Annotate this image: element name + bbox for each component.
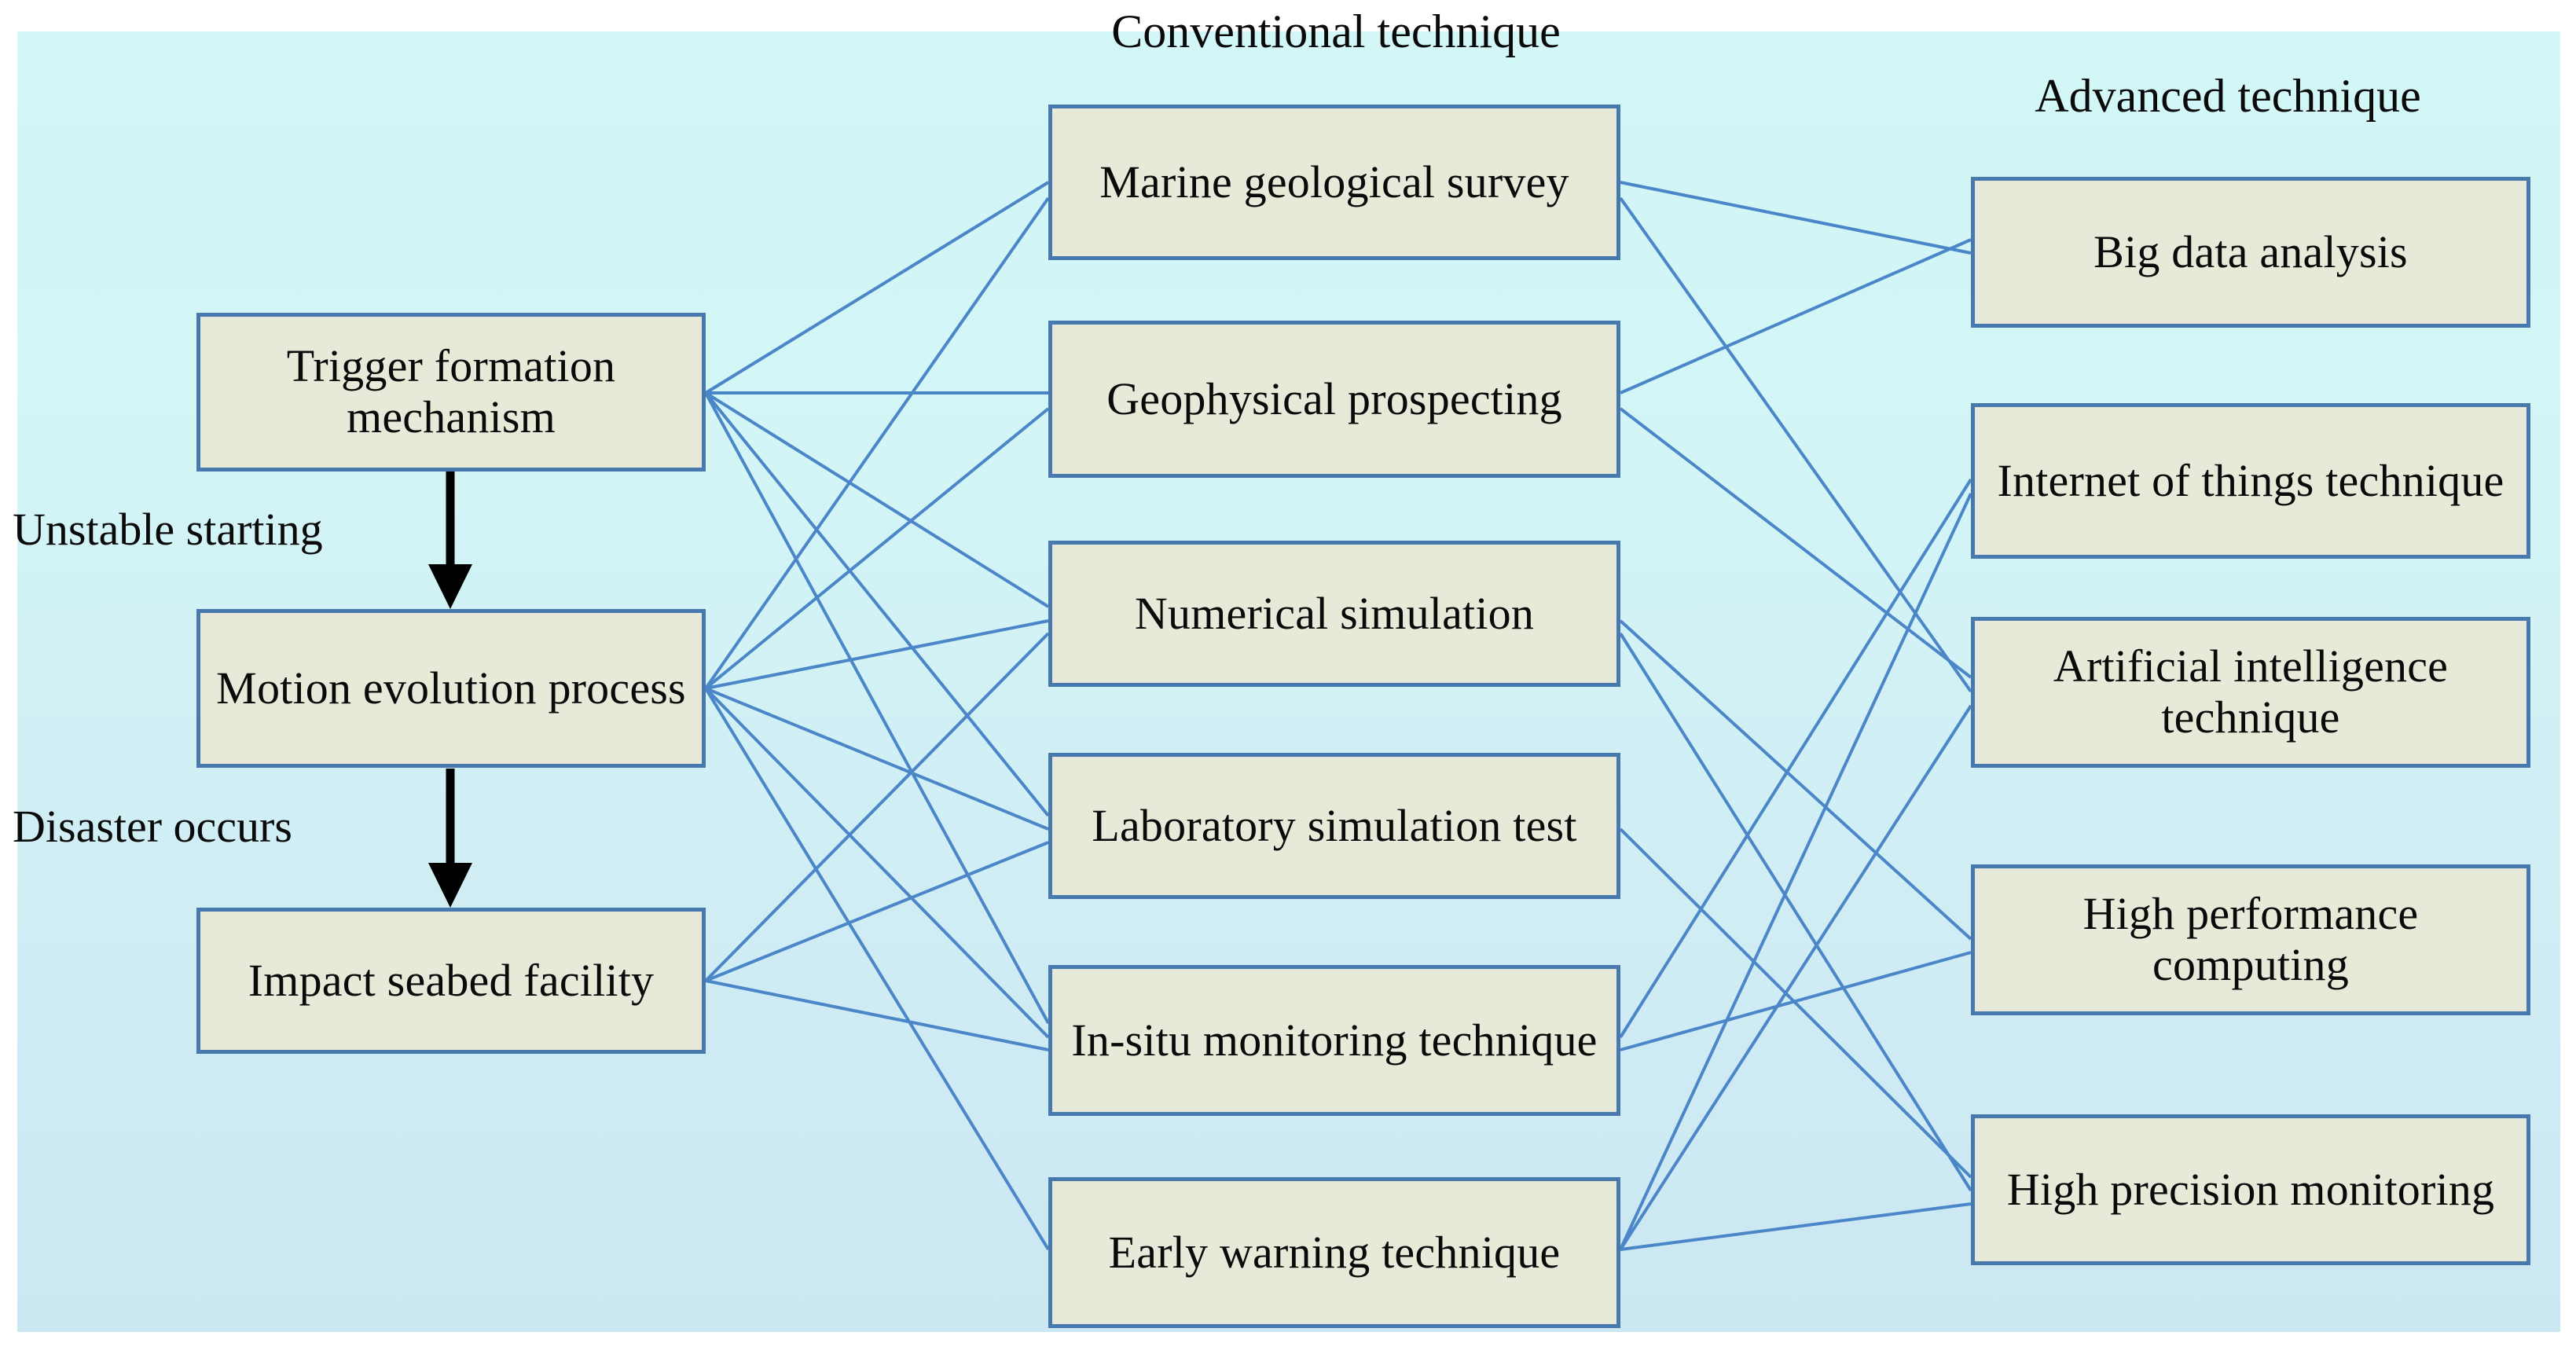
node-geophysical-prospecting[interactable]: Geophysical prospecting: [1048, 321, 1620, 478]
edge-earlywarn-precision: [1620, 1202, 1972, 1251]
column-header-advanced: Advanced technique: [2035, 70, 2421, 122]
node-trigger-formation-mechanism[interactable]: Trigger formation mechanism: [196, 313, 706, 472]
edge-motion-earlywarn: [704, 687, 1050, 1251]
edge-motion-geophysical: [704, 407, 1050, 690]
edge-trigger-numerical: [704, 391, 1050, 608]
node-label-impact: Impact seabed facility: [248, 954, 655, 1006]
edge-impact-laboratory: [705, 841, 1049, 982]
node-numerical-simulation[interactable]: Numerical simulation: [1048, 541, 1620, 687]
edge-impact-insitu: [705, 979, 1049, 1051]
edge-laboratory-precision: [1619, 827, 1972, 1179]
node-label-iot: Internet of things technique: [1997, 454, 2504, 506]
node-label-geophysical: Geophysical prospecting: [1106, 372, 1562, 424]
node-motion-evolution-process[interactable]: Motion evolution process: [196, 609, 706, 768]
edge-motion-insitu: [704, 687, 1050, 1039]
node-label-motion: Motion evolution process: [216, 662, 686, 714]
node-label-earlywarn: Early warning technique: [1108, 1226, 1561, 1278]
node-label-numerical: Numerical simulation: [1134, 587, 1535, 639]
arrow-trigger-to-motion-head: [428, 564, 472, 609]
node-label-bigdata: Big data analysis: [2093, 226, 2408, 277]
node-marine-geological-survey[interactable]: Marine geological survey: [1048, 105, 1620, 260]
node-label-precision: High precision monitoring: [2006, 1163, 2495, 1215]
edge-numerical-precision: [1619, 632, 1972, 1192]
edge-insitu-iot: [1619, 478, 1972, 1039]
edge-motion-laboratory: [705, 687, 1049, 831]
edge-geophysical-ai: [1619, 407, 1972, 679]
node-internet-of-things-technique[interactable]: Internet of things technique: [1971, 403, 2530, 559]
edge-earlywarn-ai: [1619, 704, 1972, 1251]
edge-geophysical-bigdata: [1620, 238, 1972, 394]
node-early-warning-technique[interactable]: Early warning technique: [1048, 1177, 1620, 1328]
node-laboratory-simulation-test[interactable]: Laboratory simulation test: [1048, 753, 1620, 899]
arrow-label-disaster-occurs: Disaster occurs: [13, 801, 292, 852]
arrow-label-unstable-starting: Unstable starting: [13, 504, 323, 555]
edge-marine-bigdata: [1620, 181, 1972, 255]
node-label-ai: Artificial intelligence technique: [2053, 640, 2449, 743]
node-high-performance-computing[interactable]: High performance computing: [1971, 864, 2530, 1015]
edge-insitu-hpc: [1620, 951, 1972, 1051]
node-label-marine: Marine geological survey: [1099, 156, 1569, 207]
node-label-laboratory: Laboratory simulation test: [1092, 799, 1577, 851]
arrow-motion-to-impact-head: [428, 863, 472, 908]
edge-trigger-laboratory: [704, 391, 1050, 817]
edge-marine-ai: [1619, 196, 1972, 693]
node-artificial-intelligence-technique[interactable]: Artificial intelligence technique: [1971, 617, 2530, 768]
node-in-situ-monitoring-technique[interactable]: In-situ monitoring technique: [1048, 965, 1620, 1116]
edge-impact-numerical: [704, 632, 1050, 982]
edge-earlywarn-iot: [1619, 493, 1972, 1250]
node-high-precision-monitoring[interactable]: High precision monitoring: [1971, 1114, 2530, 1265]
node-big-data-analysis[interactable]: Big data analysis: [1971, 177, 2530, 328]
node-label-hpc: High performance computing: [2082, 888, 2419, 990]
column-header-conventional: Conventional technique: [1111, 6, 1561, 57]
edge-motion-numerical: [705, 619, 1049, 690]
edge-trigger-insitu: [704, 392, 1050, 1024]
edge-trigger-marine: [704, 181, 1050, 394]
edge-motion-marine: [704, 196, 1050, 690]
node-impact-seabed-facility[interactable]: Impact seabed facility: [196, 908, 706, 1054]
node-label-trigger: Trigger formation mechanism: [286, 340, 616, 442]
edge-numerical-hpc: [1619, 619, 1972, 941]
node-label-insitu: In-situ monitoring technique: [1071, 1014, 1598, 1066]
